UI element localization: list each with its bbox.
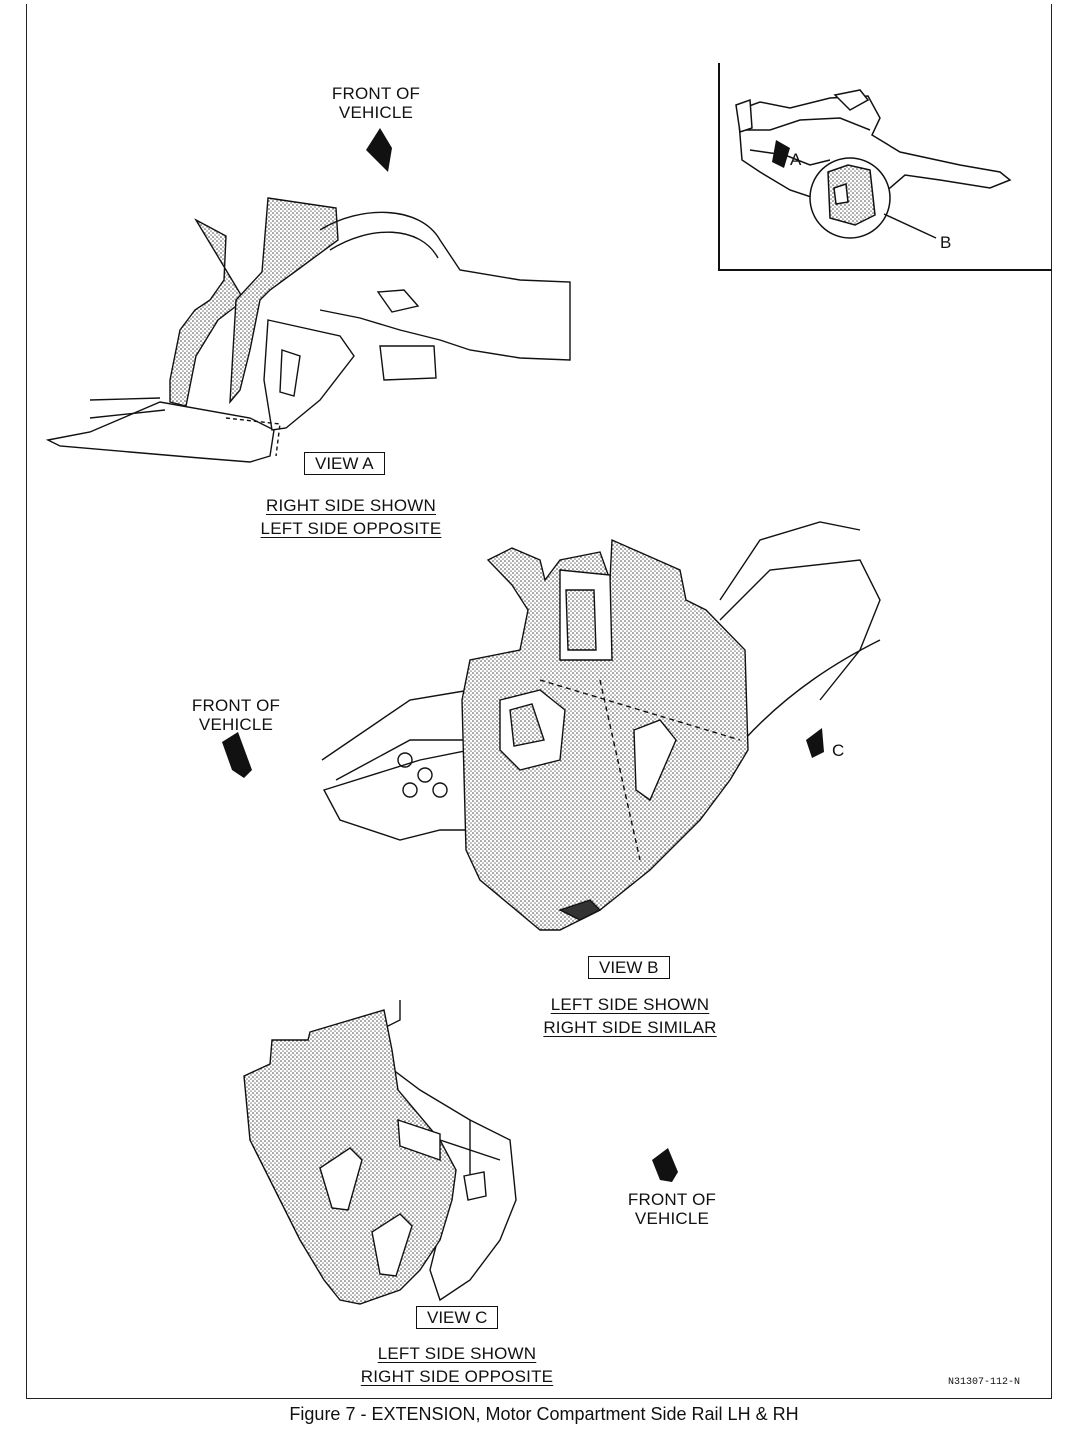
view-a-drawing: [45, 197, 571, 463]
view-a-box-label: VIEW A: [304, 452, 385, 475]
view-c-drawing: [243, 1000, 517, 1305]
view-c-front-line1: FRONT OF: [627, 1190, 717, 1209]
inset-frame-drawing: [735, 89, 1012, 239]
front-arrow-a-icon: [366, 128, 392, 172]
callout-b-label: B: [940, 233, 952, 252]
figure-code: N31307-112-N: [948, 1377, 1021, 1388]
view-b-box-label: VIEW B: [588, 956, 670, 979]
view-c-box-label: VIEW C: [416, 1306, 499, 1329]
figure-caption: Figure 7 - EXTENSION, Motor Compartment …: [289, 1404, 799, 1424]
view-a-side-line1: RIGHT SIDE SHOWN: [265, 496, 437, 515]
view-b-front-line1: FRONT OF: [191, 696, 281, 715]
view-a-side-line2: LEFT SIDE OPPOSITE: [260, 519, 442, 538]
view-b-front-label: FRONT OF VEHICLE: [176, 696, 296, 734]
view-c-side-line1: LEFT SIDE SHOWN: [377, 1344, 537, 1363]
view-c-side-line2: RIGHT SIDE OPPOSITE: [360, 1367, 554, 1386]
view-b-side-line2: RIGHT SIDE SIMILAR: [543, 1018, 717, 1037]
view-b-side-note: LEFT SIDE SHOWN RIGHT SIDE SIMILAR: [520, 995, 740, 1037]
arrow-c-icon: [806, 728, 824, 758]
view-c-front-label: FRONT OF VEHICLE: [612, 1190, 732, 1228]
view-a-side-note: RIGHT SIDE SHOWN LEFT SIDE OPPOSITE: [240, 496, 462, 538]
view-a-front-label: FRONT OF VEHICLE: [316, 84, 436, 122]
arrow-a-icon: [772, 140, 790, 168]
view-b-drawing: [321, 521, 881, 931]
front-arrow-c-icon: [652, 1148, 678, 1182]
front-arrow-b-icon: [222, 732, 252, 778]
view-b-front-line2: VEHICLE: [198, 715, 274, 734]
view-a-front-line1: FRONT OF: [331, 84, 421, 103]
view-c-front-line2: VEHICLE: [634, 1209, 710, 1228]
locator-inset-frame: [718, 63, 1052, 271]
callout-a-label: A: [790, 150, 802, 169]
callout-c-label: C: [832, 741, 845, 760]
view-c-side-note: LEFT SIDE SHOWN RIGHT SIDE OPPOSITE: [340, 1344, 574, 1386]
view-b-side-line1: LEFT SIDE SHOWN: [550, 995, 710, 1014]
figure-frame: [26, 4, 1052, 1399]
view-a-front-line2: VEHICLE: [338, 103, 414, 122]
